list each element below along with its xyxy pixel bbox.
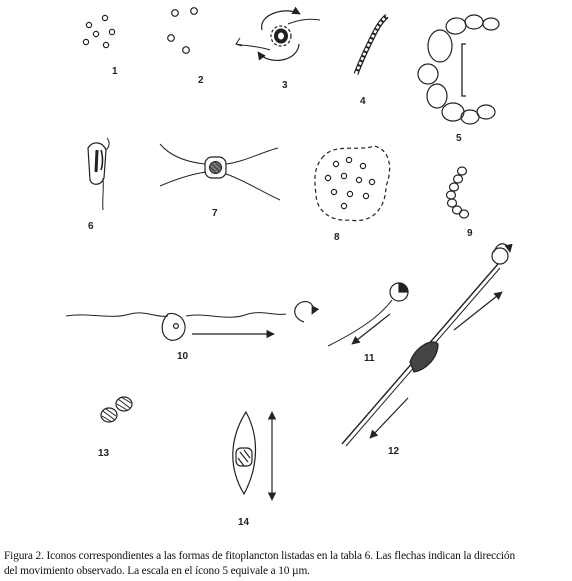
- icon-12-needle-cell: [341, 243, 513, 447]
- icon-7-cell-on-threads: [159, 143, 281, 201]
- icon-10-long-flagellate: [65, 301, 320, 341]
- icon-number-4: 4: [360, 96, 366, 107]
- icon-8-mucilage-colony: [314, 145, 391, 222]
- icon-9-bead-chain: [445, 166, 470, 219]
- phytoplankton-icons-figure: 1 2 3 4 5 6 7 8 9 10 11 12 13 14: [65, 6, 513, 528]
- icon-number-13: 13: [98, 448, 110, 459]
- figure-caption: Figura 2. Iconos correspondientes a las …: [4, 549, 570, 579]
- icon-numbers: 1 2 3 4 5 6 7 8 9 10 11 12 13 14: [88, 66, 473, 528]
- icon-3-rotating-flagellate: [235, 6, 321, 61]
- icon-6-elongated-cell: [87, 137, 110, 211]
- icon-5-cell-chain: [417, 14, 500, 125]
- icon-number-2: 2: [198, 75, 204, 86]
- icon-number-6: 6: [88, 221, 94, 232]
- icon-4-segmented-filament: [353, 14, 389, 75]
- caption-line-2: del movimiento observado. La escala en e…: [4, 565, 310, 577]
- icon-number-3: 3: [282, 80, 288, 91]
- icon-number-10: 10: [177, 351, 189, 362]
- scale-bar: [461, 43, 466, 97]
- icon-number-9: 9: [467, 228, 473, 239]
- icon-number-8: 8: [334, 232, 340, 243]
- icon-number-7: 7: [212, 208, 218, 219]
- icon-number-12: 12: [388, 446, 400, 457]
- icon-2-scattered-cells: [167, 7, 198, 54]
- icon-number-1: 1: [112, 66, 118, 77]
- icon-14-spindle-cell: [232, 410, 277, 501]
- icon-13-striated-pair: [100, 396, 133, 423]
- caption-line-1: Figura 2. Iconos correspondientes a las …: [4, 550, 516, 562]
- icon-number-14: 14: [238, 517, 250, 528]
- icon-11-round-flagellate: [327, 282, 409, 347]
- icon-1-scattered-cells: [82, 14, 116, 49]
- icon-number-5: 5: [456, 133, 462, 144]
- icon-number-11: 11: [364, 353, 375, 364]
